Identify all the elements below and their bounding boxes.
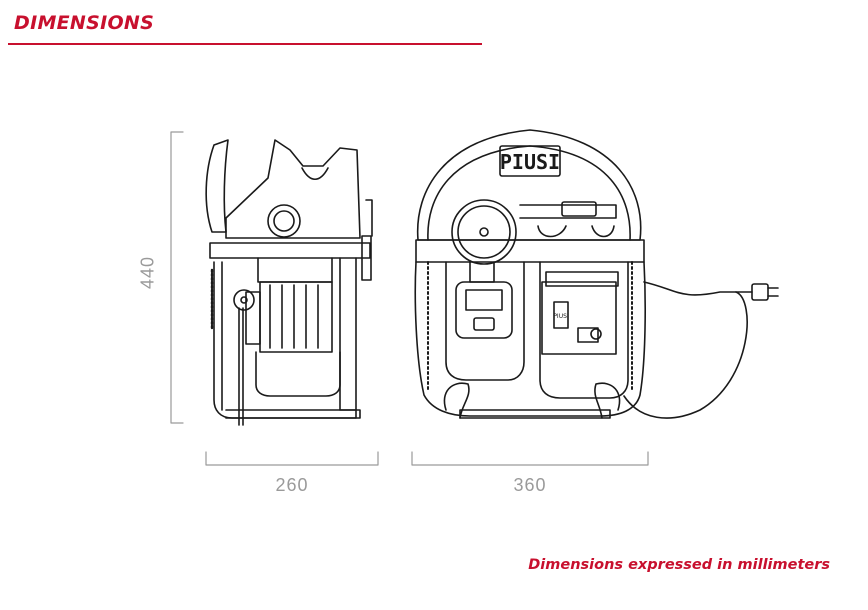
- front-view: PIUSI PIUSI: [414, 129, 779, 419]
- width-dimension-line: [411, 451, 649, 466]
- brand-logo: PIUSI: [500, 150, 560, 174]
- height-dimension-line: [170, 131, 184, 424]
- side-view: [205, 139, 373, 426]
- depth-dimension-line: [205, 451, 379, 466]
- width-label: 360: [513, 475, 547, 495]
- height-label: 440: [137, 255, 158, 290]
- dimension-lines: [170, 131, 649, 466]
- depth-label: 260: [275, 475, 309, 495]
- panel-logo: PIUSI: [553, 313, 569, 320]
- section-title: DIMENSIONS: [14, 12, 155, 34]
- title-underline: [8, 43, 482, 45]
- units-footnote: Dimensions expressed in millimeters: [528, 557, 830, 573]
